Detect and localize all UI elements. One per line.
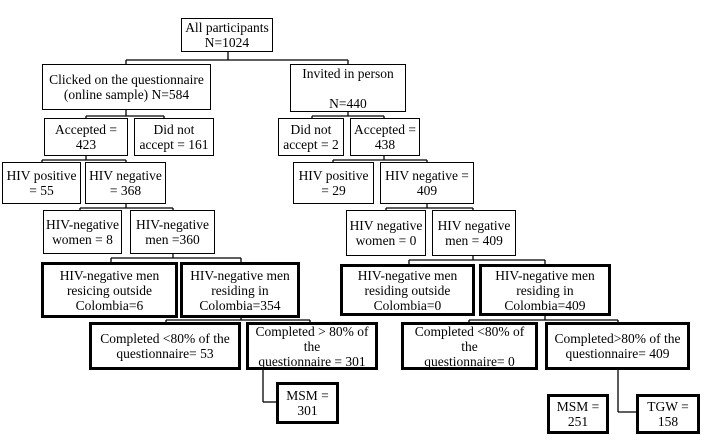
online-outside-colombia-box: HIV-negative men resicing outside Colomb… <box>41 262 178 318</box>
in-person-outside-colombia-box: HIV-negative men residing outside Colomb… <box>340 264 475 316</box>
online-did-not-accept-box: Did not accept = 161 <box>134 118 214 156</box>
in-person-msm-box: MSM = 251 <box>547 394 609 434</box>
in-person-accepted-box: Accepted = 438 <box>350 118 420 156</box>
online-hiv-negative-box: HIV negative = 368 <box>85 162 166 204</box>
online-neg-men-box: HIV-negative men =360 <box>130 210 215 254</box>
online-neg-women-box: HIV-negative women = 8 <box>43 210 122 254</box>
in-person-hiv-positive-box: HIV positive = 29 <box>293 162 374 204</box>
online-completed-low-box: Completed <80% of the questionnaire= 53 <box>89 322 241 370</box>
online-msm-box: MSM = 301 <box>276 382 339 424</box>
online-in-colombia-box: HIV-negative men residing in Colombia=35… <box>180 262 300 318</box>
in-person-tgw-box: TGW = 158 <box>636 394 700 434</box>
in-person-neg-men-box: HIV negative men = 409 <box>432 210 516 256</box>
in-person-hiv-negative-box: HIV negative = 409 <box>380 162 474 204</box>
in-person-did-not-accept-box: Did not accept = 2 <box>278 118 344 156</box>
in-person-completed-low-box: Completed <80% of the questionnaire= 0 <box>401 322 538 370</box>
in-person-completed-high-box: Completed>80% of the questionnaire= 409 <box>545 322 690 370</box>
in-person-box: Invited in person N=440 <box>290 64 406 112</box>
online-completed-high-box: Completed > 80% of the questionnaire = 3… <box>246 322 378 370</box>
online-hiv-positive-box: HIV positive = 55 <box>2 162 81 204</box>
in-person-neg-women-box: HIV negative women = 0 <box>346 210 426 256</box>
online-accepted-box: Accepted = 423 <box>44 118 128 156</box>
in-person-in-colombia-box: HIV-negative men residing in Colombia=40… <box>479 264 611 316</box>
online-sample-box: Clicked on the questionnaire (online sam… <box>42 64 211 110</box>
all-participants-box: All participants N=1024 <box>181 18 273 52</box>
